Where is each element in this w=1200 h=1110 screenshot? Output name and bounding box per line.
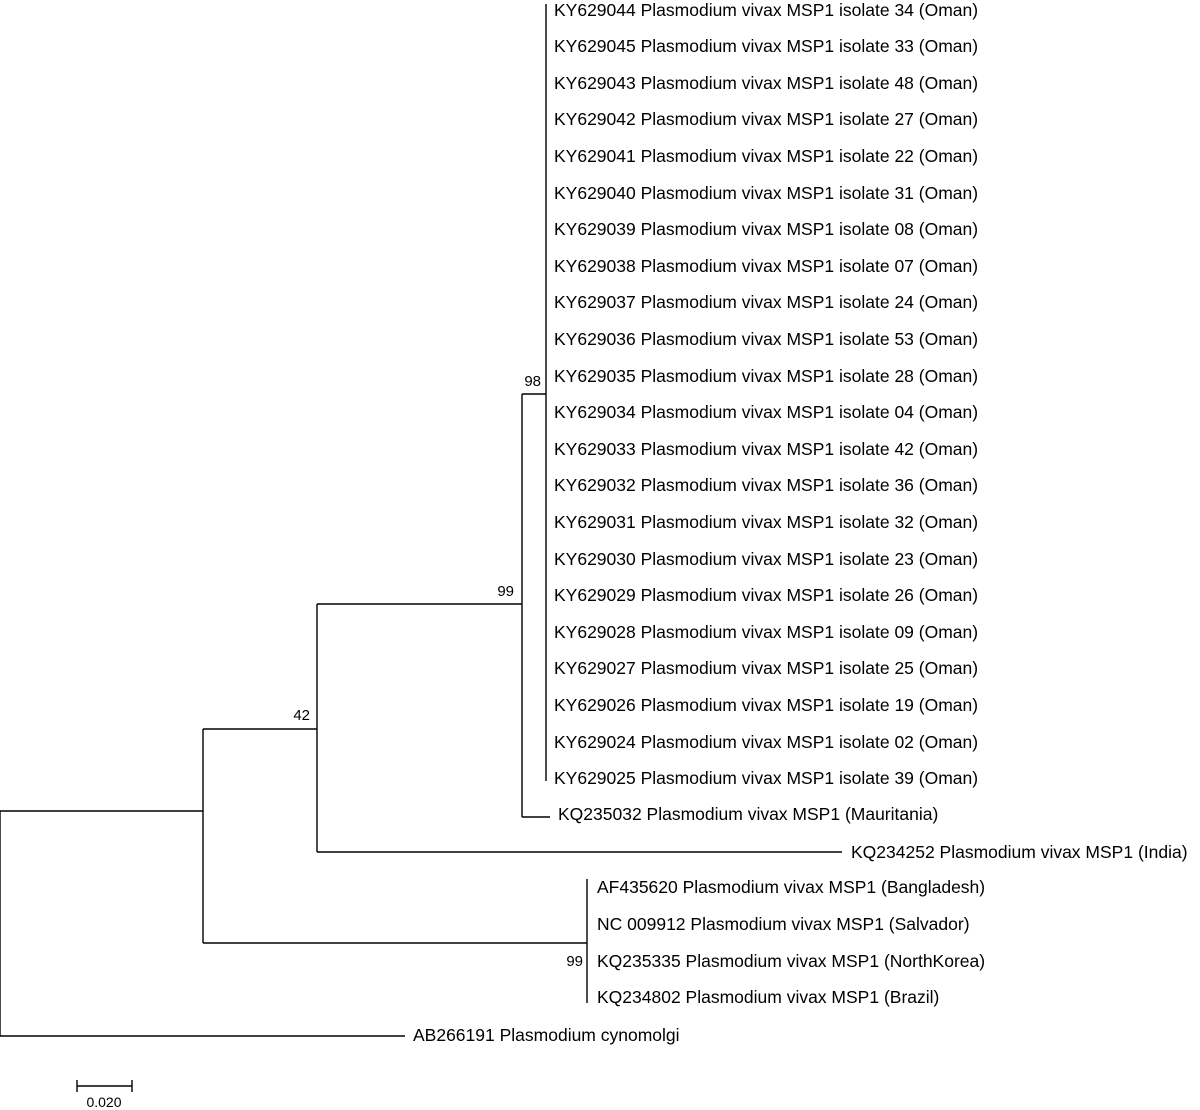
scale-bar-label: 0.020 (86, 1094, 121, 1110)
bootstrap-labels: 98 99 42 99 (293, 373, 583, 970)
leaf-label: KQ234252 Plasmodium vivax MSP1 (India) (851, 842, 1188, 862)
leaf-label: KQ234802 Plasmodium vivax MSP1 (Brazil) (597, 987, 939, 1007)
leaf-label: KY629025 Plasmodium vivax MSP1 isolate 3… (554, 768, 978, 788)
leaf-label: KY629036 Plasmodium vivax MSP1 isolate 5… (554, 329, 978, 349)
leaf-label: KY629039 Plasmodium vivax MSP1 isolate 0… (554, 219, 978, 239)
leaf-label: KY629026 Plasmodium vivax MSP1 isolate 1… (554, 695, 978, 715)
leaf-label: KY629045 Plasmodium vivax MSP1 isolate 3… (554, 36, 978, 56)
leaf-label: KY629038 Plasmodium vivax MSP1 isolate 0… (554, 256, 978, 276)
leaf-label: KY629044 Plasmodium vivax MSP1 isolate 3… (554, 0, 978, 20)
leaf-label: KY629030 Plasmodium vivax MSP1 isolate 2… (554, 549, 978, 569)
leaf-label: NC 009912 Plasmodium vivax MSP1 (Salvado… (597, 914, 970, 934)
bootstrap-label-oman-mauritania: 99 (497, 583, 514, 600)
leaf-label: KY629041 Plasmodium vivax MSP1 isolate 2… (554, 146, 978, 166)
leaf-label: KQ235335 Plasmodium vivax MSP1 (NorthKor… (597, 951, 985, 971)
leaf-label: KY629043 Plasmodium vivax MSP1 isolate 4… (554, 73, 978, 93)
leaf-labels: KY629044 Plasmodium vivax MSP1 isolate 3… (413, 0, 1188, 1045)
leaf-label: KY629035 Plasmodium vivax MSP1 isolate 2… (554, 366, 978, 386)
leaf-label: KY629042 Plasmodium vivax MSP1 isolate 2… (554, 109, 978, 129)
leaf-label: KY629037 Plasmodium vivax MSP1 isolate 2… (554, 292, 978, 312)
leaf-label: KY629028 Plasmodium vivax MSP1 isolate 0… (554, 622, 978, 642)
leaf-label: AB266191 Plasmodium cynomolgi (413, 1025, 680, 1045)
bootstrap-label-world-clade: 99 (566, 953, 583, 970)
tree-branches (0, 4, 842, 1037)
bootstrap-label-vivax-ingroup: 42 (293, 707, 310, 724)
leaf-label: KY629033 Plasmodium vivax MSP1 isolate 4… (554, 439, 978, 459)
leaf-label: KY629031 Plasmodium vivax MSP1 isolate 3… (554, 512, 978, 532)
leaf-label: KY629032 Plasmodium vivax MSP1 isolate 3… (554, 475, 978, 495)
leaf-label: KY629040 Plasmodium vivax MSP1 isolate 3… (554, 183, 978, 203)
leaf-label: KY629024 Plasmodium vivax MSP1 isolate 0… (554, 732, 978, 752)
scale-bar: 0.020 (76, 1080, 133, 1110)
leaf-label: KY629029 Plasmodium vivax MSP1 isolate 2… (554, 585, 978, 605)
leaf-label: KY629027 Plasmodium vivax MSP1 isolate 2… (554, 658, 978, 678)
leaf-label: KQ235032 Plasmodium vivax MSP1 (Mauritan… (558, 804, 938, 824)
bootstrap-label-oman-clade: 98 (524, 373, 541, 390)
leaf-label: KY629034 Plasmodium vivax MSP1 isolate 0… (554, 402, 978, 422)
leaf-label: AF435620 Plasmodium vivax MSP1 (Banglade… (597, 877, 985, 897)
